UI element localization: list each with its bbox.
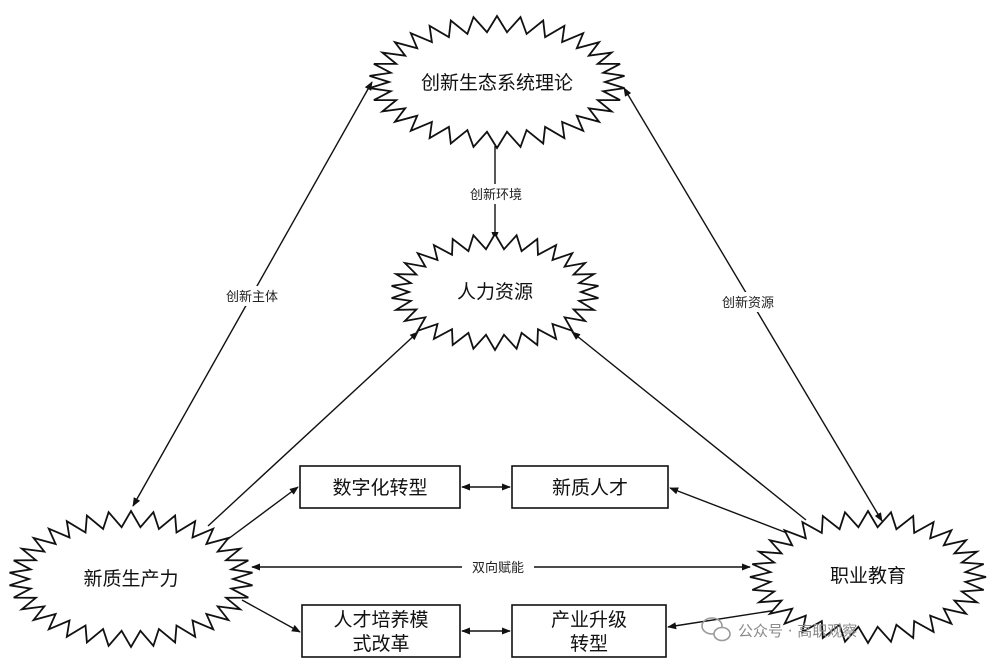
starburst-shape — [391, 232, 599, 352]
node-productivity-label: 新质生产力 — [83, 568, 178, 590]
node-education: 职业教育 — [749, 509, 987, 645]
edge-label-env: 创新环境 — [470, 187, 522, 203]
wechat-icon — [701, 617, 731, 642]
starburst-shape — [749, 509, 987, 645]
node-reform-label-line2: 式改革 — [352, 633, 409, 655]
node-productivity: 新质生产力 — [9, 509, 253, 649]
node-theory: 创新生态系统理论 — [369, 14, 625, 150]
node-upgrade: 产业升级 转型 — [511, 604, 667, 658]
node-digital: 数字化转型 — [299, 465, 461, 509]
node-upgrade-label-line1: 产业升级 — [551, 609, 627, 631]
watermark: 公众号 · 高职观察 — [701, 617, 857, 642]
node-talent-label: 新质人才 — [552, 477, 628, 499]
watermark-text: 公众号 · 高职观察 — [738, 622, 857, 640]
node-upgrade-label-line2: 转型 — [570, 633, 608, 655]
node-theory-label: 创新生态系统理论 — [421, 72, 573, 94]
edge-label-resource: 创新资源 — [722, 295, 774, 311]
edge-productivity-to-digital — [223, 486, 299, 543]
edge-education-to-hr — [571, 331, 807, 521]
edge-productivity-to-reform — [241, 599, 301, 633]
node-education-label: 职业教育 — [830, 565, 906, 587]
edge-education-to-upgrade — [667, 607, 791, 630]
edges — [132, 81, 883, 635]
node-digital-label: 数字化转型 — [332, 477, 427, 499]
edge-label-subject: 创新主体 — [226, 289, 278, 305]
edge-label-mutual: 双向赋能 — [472, 560, 524, 576]
starburst-shape — [9, 509, 253, 649]
starburst-shape — [369, 14, 625, 150]
edge-labels: 创新环境 创新主体 创新资源 双向赋能 — [216, 184, 784, 577]
node-reform-label-line1: 人才培养模 — [333, 609, 428, 631]
edge-education-to-talent — [669, 487, 801, 539]
node-talent: 新质人才 — [511, 465, 669, 509]
node-hr: 人力资源 — [391, 232, 599, 352]
node-reform: 人才培养模 式改革 — [301, 604, 461, 658]
edge-productivity-to-hr — [207, 331, 419, 527]
node-hr-label: 人力资源 — [457, 281, 533, 303]
